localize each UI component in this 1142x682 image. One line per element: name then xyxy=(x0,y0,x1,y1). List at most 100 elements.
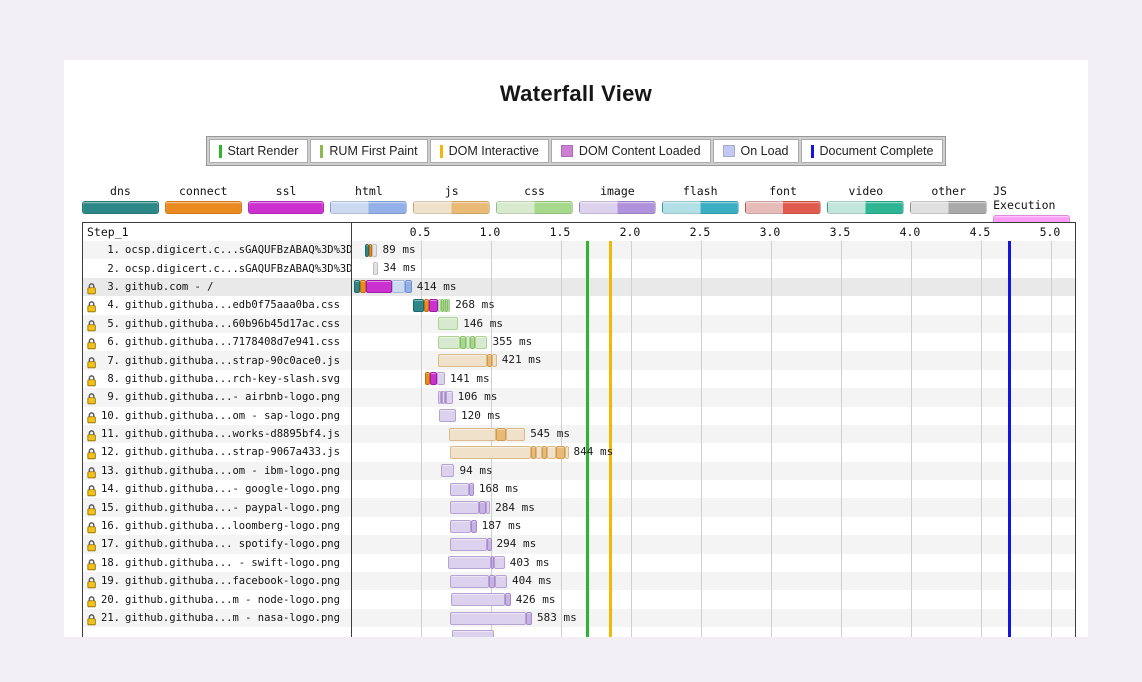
request-bar-segment-ssl[interactable] xyxy=(428,298,438,312)
lock-icon xyxy=(87,301,96,313)
request-bar-segment-img1[interactable] xyxy=(450,482,470,496)
request-bar-segment-img1[interactable] xyxy=(450,611,526,625)
request-bar-segment-css2[interactable] xyxy=(469,335,476,349)
request-bar-segment-img2[interactable] xyxy=(486,537,492,551)
request-bar-segment-img1[interactable] xyxy=(495,574,507,588)
request-row-label[interactable]: 1.ocsp.digicert.c...sGAQUFBzABAQ%3D%3D xyxy=(83,241,351,259)
request-bar-segment-css2[interactable] xyxy=(445,298,449,312)
request-bar-segment-js1[interactable] xyxy=(437,353,488,367)
request-bar-segment-img1[interactable] xyxy=(441,464,455,478)
request-bar-segment-img1[interactable] xyxy=(448,556,491,570)
request-bar-segment-img1[interactable] xyxy=(436,372,445,386)
request-duration-label: 89 ms xyxy=(382,243,416,256)
request-bar-segment-js1[interactable] xyxy=(506,427,526,441)
request-bar-segment-html2[interactable] xyxy=(405,280,412,294)
request-bar-segment-js1[interactable] xyxy=(492,353,497,367)
request-bar-segment-css2[interactable] xyxy=(441,298,444,312)
request-bar-segment-img2[interactable] xyxy=(471,519,477,533)
request-url: github.githuba...- airbnb-logo.png xyxy=(125,391,340,404)
request-bar-segment-img1[interactable] xyxy=(451,593,505,607)
request-row-label[interactable] xyxy=(83,627,351,637)
request-bar-segment-img2[interactable] xyxy=(440,390,443,404)
event-legend-item: DOM Interactive xyxy=(429,139,549,163)
request-bar-segment-dns[interactable] xyxy=(412,298,425,312)
request-duration-label: 34 ms xyxy=(383,261,417,275)
lock-icon xyxy=(87,522,96,534)
request-bar-segment-js1[interactable] xyxy=(536,445,542,459)
request-bar-segment-img1[interactable] xyxy=(485,501,491,515)
request-bar-segment-css1[interactable] xyxy=(448,298,451,312)
request-bar-segment-img1[interactable] xyxy=(437,390,441,404)
request-bar-segment-connect[interactable] xyxy=(368,243,373,257)
resource-legend-swatch xyxy=(661,201,739,214)
request-row-label[interactable]: 7.github.githuba...strap-90c0ace0.js xyxy=(83,351,351,369)
request-row-label[interactable]: 20.github.githuba...m - node-logo.png xyxy=(83,590,351,608)
request-bar-segment-img2[interactable] xyxy=(444,390,447,404)
request-bar-segment-js1[interactable] xyxy=(565,445,569,459)
request-bar-segment-img1[interactable] xyxy=(450,519,472,533)
request-bar-segment-img2[interactable] xyxy=(504,593,511,607)
request-bar-segment-ssl[interactable] xyxy=(366,280,392,294)
request-row-label[interactable]: 16.github.githuba...loomberg-logo.png xyxy=(83,517,351,535)
lock-icon-slot xyxy=(86,445,99,460)
request-row-label[interactable]: 4.github.githuba...edb0f75aaa0ba.css xyxy=(83,296,351,314)
request-bar-segment-img1[interactable] xyxy=(442,390,445,404)
request-url: github.githuba...works-d8895bf4.js xyxy=(125,428,340,441)
request-bar-segment-css1[interactable] xyxy=(437,335,460,349)
request-row-label[interactable]: 18.github.githuba... - swift-logo.png xyxy=(83,554,351,572)
request-bar-segment-img2[interactable] xyxy=(526,611,533,625)
request-bar-segment-js2[interactable] xyxy=(495,427,507,441)
request-bar-segment-js1[interactable] xyxy=(450,445,531,459)
request-row-label[interactable]: 17.github.githuba... spotify-logo.png xyxy=(83,535,351,553)
request-bar-segment-js2[interactable] xyxy=(530,445,537,459)
request-row-label[interactable]: 14.github.githuba...- google-logo.png xyxy=(83,480,351,498)
request-row-label[interactable]: 19.github.githuba...facebook-logo.png xyxy=(83,572,351,590)
request-bar-segment-dns[interactable] xyxy=(353,280,360,294)
request-bar-segment-js1[interactable] xyxy=(449,427,496,441)
request-row-label[interactable]: 12.github.githuba...strap-9067a433.js xyxy=(83,443,351,461)
request-bar-segment-css1[interactable] xyxy=(465,335,470,349)
request-row-label[interactable]: 5.github.githuba...60b96b45d17ac.css xyxy=(83,315,351,333)
request-bar-segment-js1[interactable] xyxy=(547,445,556,459)
request-bar-segment-img1[interactable] xyxy=(450,574,490,588)
request-bar-segment-img1[interactable] xyxy=(439,409,456,423)
lock-icon-slot xyxy=(86,409,99,423)
request-bar-segment-img1[interactable] xyxy=(450,501,479,515)
request-row-label[interactable]: 3.github.com - / xyxy=(83,278,351,296)
request-row-label[interactable]: 10.github.githuba...om - sap-logo.png xyxy=(83,407,351,425)
request-bar-segment-img2[interactable] xyxy=(469,482,474,496)
request-bar-segment-img2[interactable] xyxy=(489,574,496,588)
request-bar-segment-html1[interactable] xyxy=(391,280,406,294)
request-bar-segment-css2[interactable] xyxy=(459,335,466,349)
request-bar-segment-img1[interactable] xyxy=(450,537,487,551)
request-row-label[interactable]: 15.github.githuba...- paypal-logo.png xyxy=(83,498,351,516)
request-row-label[interactable]: 2.ocsp.digicert.c...sGAQUFBzABAQ%3D%3D xyxy=(83,259,351,277)
request-bar-segment-connect[interactable] xyxy=(424,298,429,312)
request-bar-segment-connect[interactable] xyxy=(425,372,431,386)
request-row-label[interactable]: 6.github.githuba...7178408d7e941.css xyxy=(83,333,351,351)
request-bar-segment-img1[interactable] xyxy=(451,629,494,637)
request-row-label[interactable]: 9.github.githuba...- airbnb-logo.png xyxy=(83,388,351,406)
request-bar-segment-js2[interactable] xyxy=(541,445,548,459)
request-row-label[interactable]: 11.github.githuba...works-d8895bf4.js xyxy=(83,425,351,443)
request-bar-segment-css1[interactable] xyxy=(475,335,488,349)
request-bar-segment-img1[interactable] xyxy=(446,390,453,404)
request-bar-segment-gray1[interactable] xyxy=(372,243,378,257)
event-legend-label: Document Complete xyxy=(819,144,934,158)
request-bar-segment-js2[interactable] xyxy=(555,445,566,459)
request-bar-segment-ssl[interactable] xyxy=(430,372,437,386)
request-bar-segment-js2[interactable] xyxy=(487,353,493,367)
resource-legend-item: ssl xyxy=(247,184,325,228)
request-bar-segment-connect[interactable] xyxy=(359,280,367,294)
request-row-label[interactable]: 8.github.githuba...rch-key-slash.svg xyxy=(83,370,351,388)
request-bar-segment-dns[interactable] xyxy=(365,243,369,257)
request-bar-segment-img2[interactable] xyxy=(478,501,486,515)
request-bar-segment-img2[interactable] xyxy=(490,556,495,570)
request-row-label[interactable]: 13.github.githuba...om - ibm-logo.png xyxy=(83,462,351,480)
request-bar-segment-img1[interactable] xyxy=(494,556,505,570)
request-bar-segment-gray1[interactable] xyxy=(373,261,379,275)
request-row-label[interactable]: 21.github.githuba...m - nasa-logo.png xyxy=(83,609,351,627)
request-bar-segment-css1[interactable] xyxy=(437,298,442,312)
request-bar-segment-css1[interactable] xyxy=(437,317,459,331)
